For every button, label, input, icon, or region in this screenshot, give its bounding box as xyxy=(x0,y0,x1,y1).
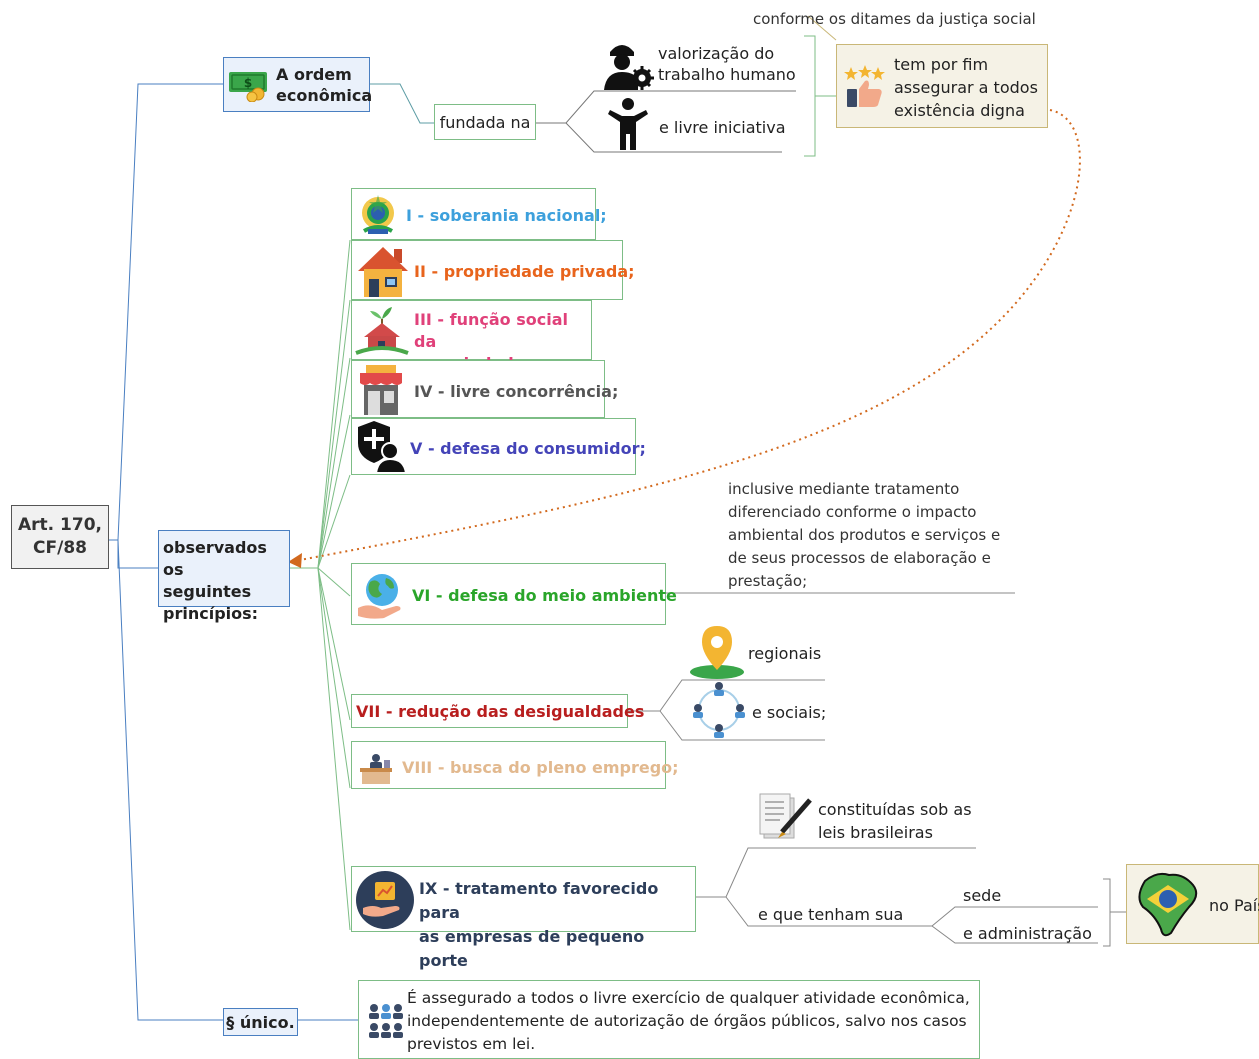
sociais-label[interactable]: e sociais; xyxy=(752,703,827,722)
principle-ii-node[interactable]: II - propriedade privada; xyxy=(351,240,635,300)
paragrafo-unico-node[interactable]: § único. xyxy=(223,1008,298,1036)
principle-ix-node[interactable]: IX - tratamento favorecido para as empre… xyxy=(351,866,696,970)
principle-iv-label: IV - livre concorrência; xyxy=(414,382,619,401)
worker-gear-icon xyxy=(600,38,656,90)
administracao-label[interactable]: e administração xyxy=(963,924,1092,943)
sede-label[interactable]: sede xyxy=(963,886,1002,905)
principle-vi-label: VI - defesa do meio ambiente xyxy=(412,586,677,605)
valorizacao-label[interactable]: valorização do trabalho humano xyxy=(658,44,796,84)
regionais-label[interactable]: regionais xyxy=(748,644,822,663)
person-icon xyxy=(606,96,650,152)
location-pin-icon xyxy=(688,624,746,680)
no-pais-label: no País xyxy=(1209,896,1259,915)
fundada-na-node[interactable]: fundada na xyxy=(434,104,536,140)
money-icon: $ xyxy=(228,68,270,102)
tenham-label[interactable]: e que tenham sua xyxy=(758,905,904,924)
principle-ix-label: IX - tratamento favorecido para as empre… xyxy=(419,879,659,970)
principle-i-node[interactable]: I - soberania nacional; xyxy=(351,188,607,240)
brazil-map-icon xyxy=(1135,867,1201,941)
observados-node[interactable]: observados os seguintes princípios: xyxy=(158,530,290,623)
ordem-economica-node[interactable]: $ A ordem econômica xyxy=(223,57,373,112)
no-pais-node[interactable]: no País xyxy=(1126,864,1259,944)
principle-i-label: I - soberania nacional; xyxy=(406,206,607,225)
hand-chart-icon xyxy=(355,870,415,930)
people-network-icon xyxy=(688,680,750,740)
paragrafo-unico-text: É assegurado a todos o livre exercício d… xyxy=(407,989,970,1053)
livre-iniciativa-label[interactable]: e livre iniciativa xyxy=(659,118,786,137)
tem-por-fim-label: tem por fim assegurar a todos existência… xyxy=(894,55,1038,120)
principle-vi-node[interactable]: VI - defesa do meio ambiente xyxy=(351,563,677,625)
shield-person-icon xyxy=(354,421,408,473)
principle-vii-node[interactable]: VII - redução das desigualdades xyxy=(351,694,644,728)
paragrafo-unico-text-node[interactable]: É assegurado a todos o livre exercício d… xyxy=(358,980,980,1059)
principle-viii-label: VIII - busca do pleno emprego; xyxy=(402,758,679,777)
principle-v-node[interactable]: V - defesa do consumidor; xyxy=(351,418,646,475)
svg-text:$: $ xyxy=(244,76,252,90)
root-node[interactable]: Art. 170, CF/88 xyxy=(11,505,109,569)
globe-hand-icon xyxy=(356,570,408,620)
rating-thumbs-up-icon xyxy=(843,65,885,109)
principle-iii-node[interactable]: III - função social da propriedade; xyxy=(351,300,592,373)
principle-ii-label: II - propriedade privada; xyxy=(414,262,635,281)
tem-por-fim-node[interactable]: tem por fim assegurar a todos existência… xyxy=(836,44,1048,128)
brazil-coat-of-arms-icon xyxy=(356,193,400,237)
conforme-label: conforme os ditames da justiça social xyxy=(753,10,1036,28)
document-pen-icon xyxy=(758,792,814,844)
constituidas-label[interactable]: constituídas sob as leis brasileiras xyxy=(818,800,972,842)
meio-ambiente-note: inclusive mediante tratamento diferencia… xyxy=(728,480,1001,590)
house-tree-icon xyxy=(354,305,410,357)
house-icon xyxy=(356,245,410,299)
principle-iv-node[interactable]: IV - livre concorrência; xyxy=(351,360,618,418)
desk-worker-icon xyxy=(356,746,396,786)
ordem-economica-label: A ordem econômica xyxy=(276,65,373,105)
principle-vii-label: VII - redução das desigualdades xyxy=(356,702,645,721)
storefront-icon xyxy=(356,365,406,415)
group-icon xyxy=(365,1003,407,1041)
principle-viii-node[interactable]: VIII - busca do pleno emprego; xyxy=(351,741,679,789)
principle-v-label: V - defesa do consumidor; xyxy=(410,439,646,458)
